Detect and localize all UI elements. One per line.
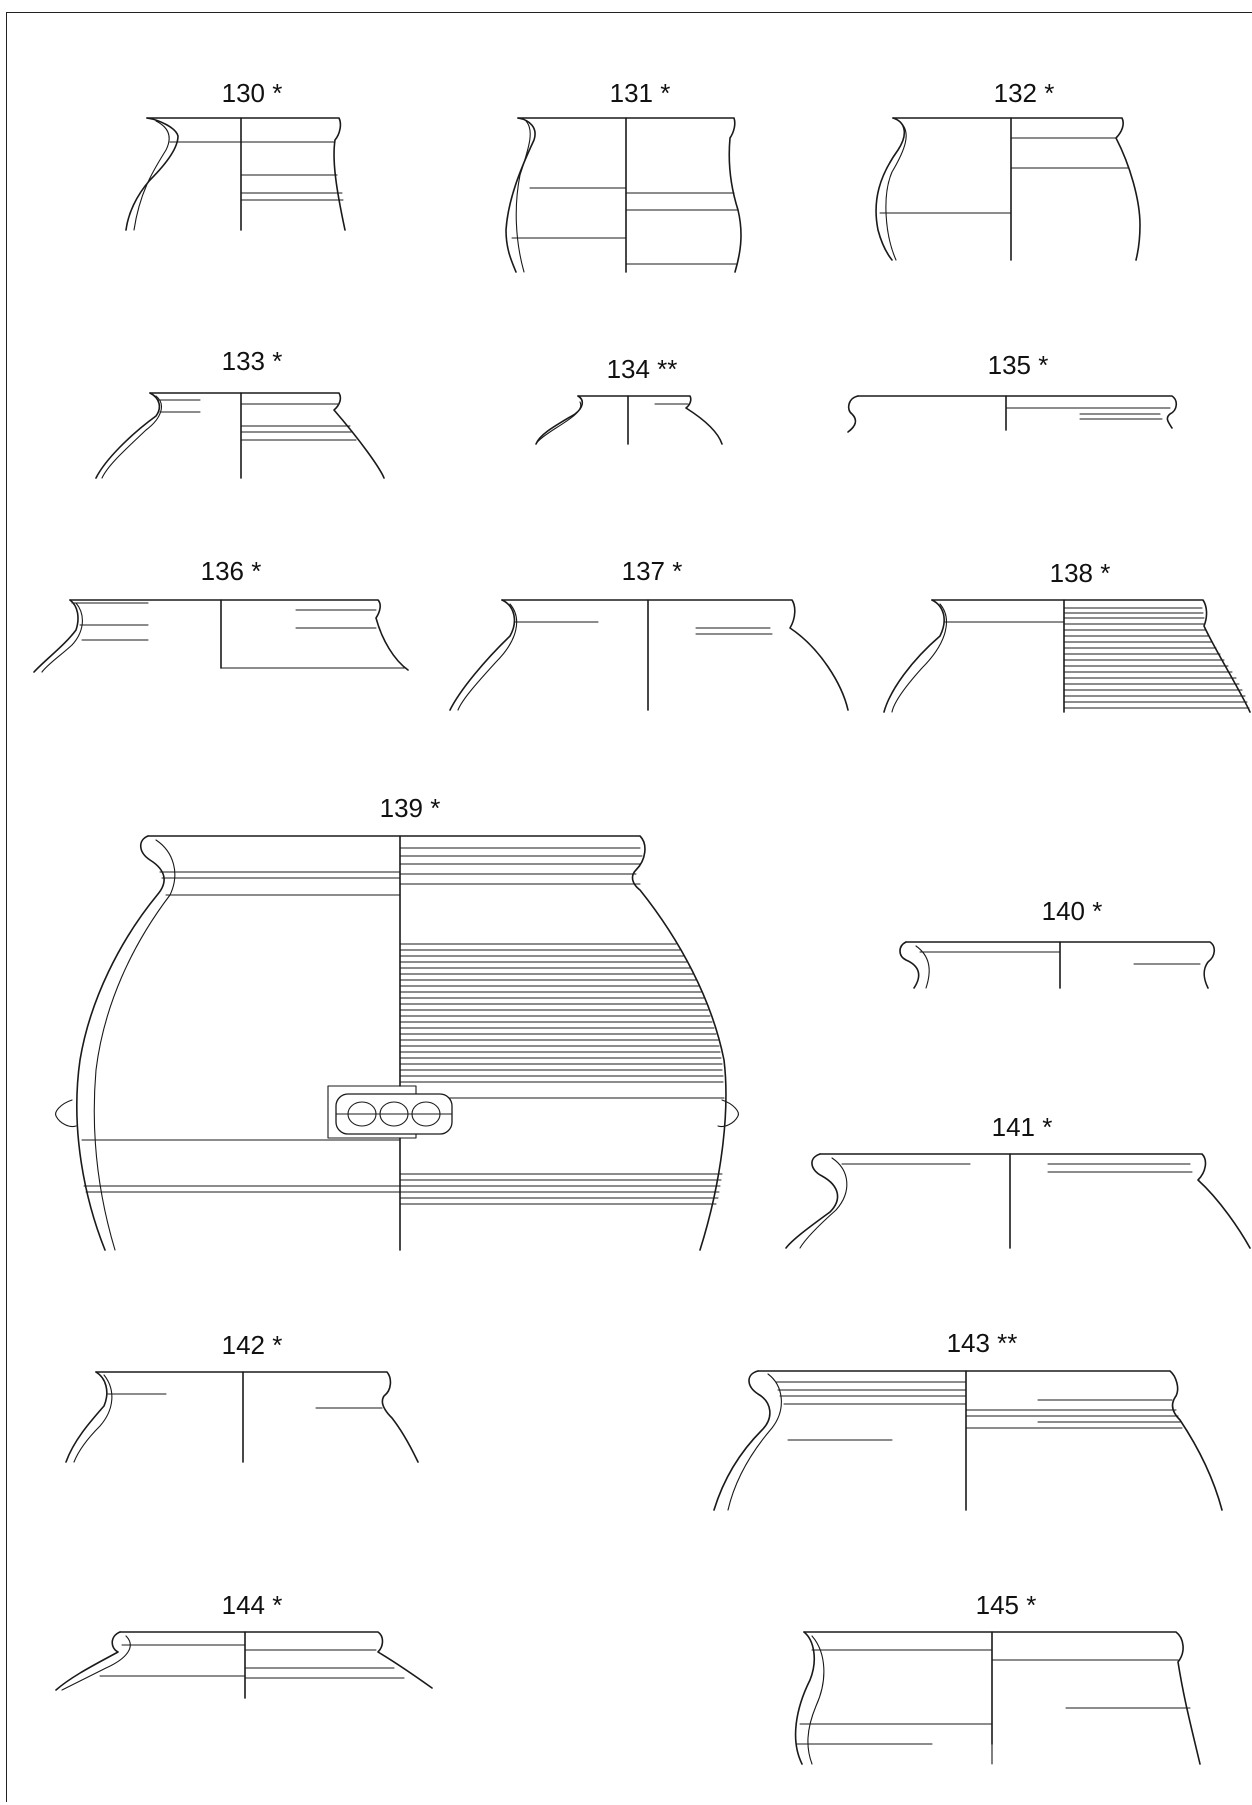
label-135: 135 * [987,350,1049,380]
vessel-130-drawing [125,117,346,231]
vessel-132-drawing [875,117,1141,261]
label-138: 138 * [1049,558,1111,588]
vessel-145-drawing [794,1631,1201,1765]
label-145: 145 * [975,1590,1037,1620]
vessel-136-drawing [33,599,409,673]
vessel-140-drawing [899,941,1216,989]
vessel-139-stamp-inset [327,1085,453,1139]
vessel-133-drawing [95,392,385,479]
label-142: 142 * [221,1330,283,1360]
plate-frame [6,12,1252,1802]
label-143: 143 ** [946,1328,1018,1358]
vessel-141-drawing [785,1153,1251,1249]
vessel-139-upper-bands [399,847,643,885]
vessel-143-drawing [713,1370,1223,1511]
label-144: 144 * [221,1590,283,1620]
label-140: 140 * [1041,896,1103,926]
vessel-131-drawing [505,117,742,273]
vessel-138-drawing [883,599,1251,713]
label-133: 133 * [221,346,283,376]
vessel-138-ribbing [1063,607,1250,709]
vessel-139-ribbing [399,943,725,1205]
label-132: 132 * [993,78,1055,108]
vessel-137-drawing [449,599,849,711]
label-137: 137 * [621,556,683,586]
label-141: 141 * [991,1112,1053,1142]
label-131: 131 * [609,78,671,108]
label-130: 130 * [221,78,283,108]
vessel-135-drawing [847,395,1178,433]
label-139: 139 * [379,793,441,823]
vessel-144-drawing [55,1631,433,1699]
vessel-142-drawing [65,1371,419,1463]
vessel-139-drawing [55,835,739,1251]
label-134: 134 ** [606,354,678,384]
label-136: 136 * [200,556,262,586]
vessel-134-drawing [535,395,723,445]
